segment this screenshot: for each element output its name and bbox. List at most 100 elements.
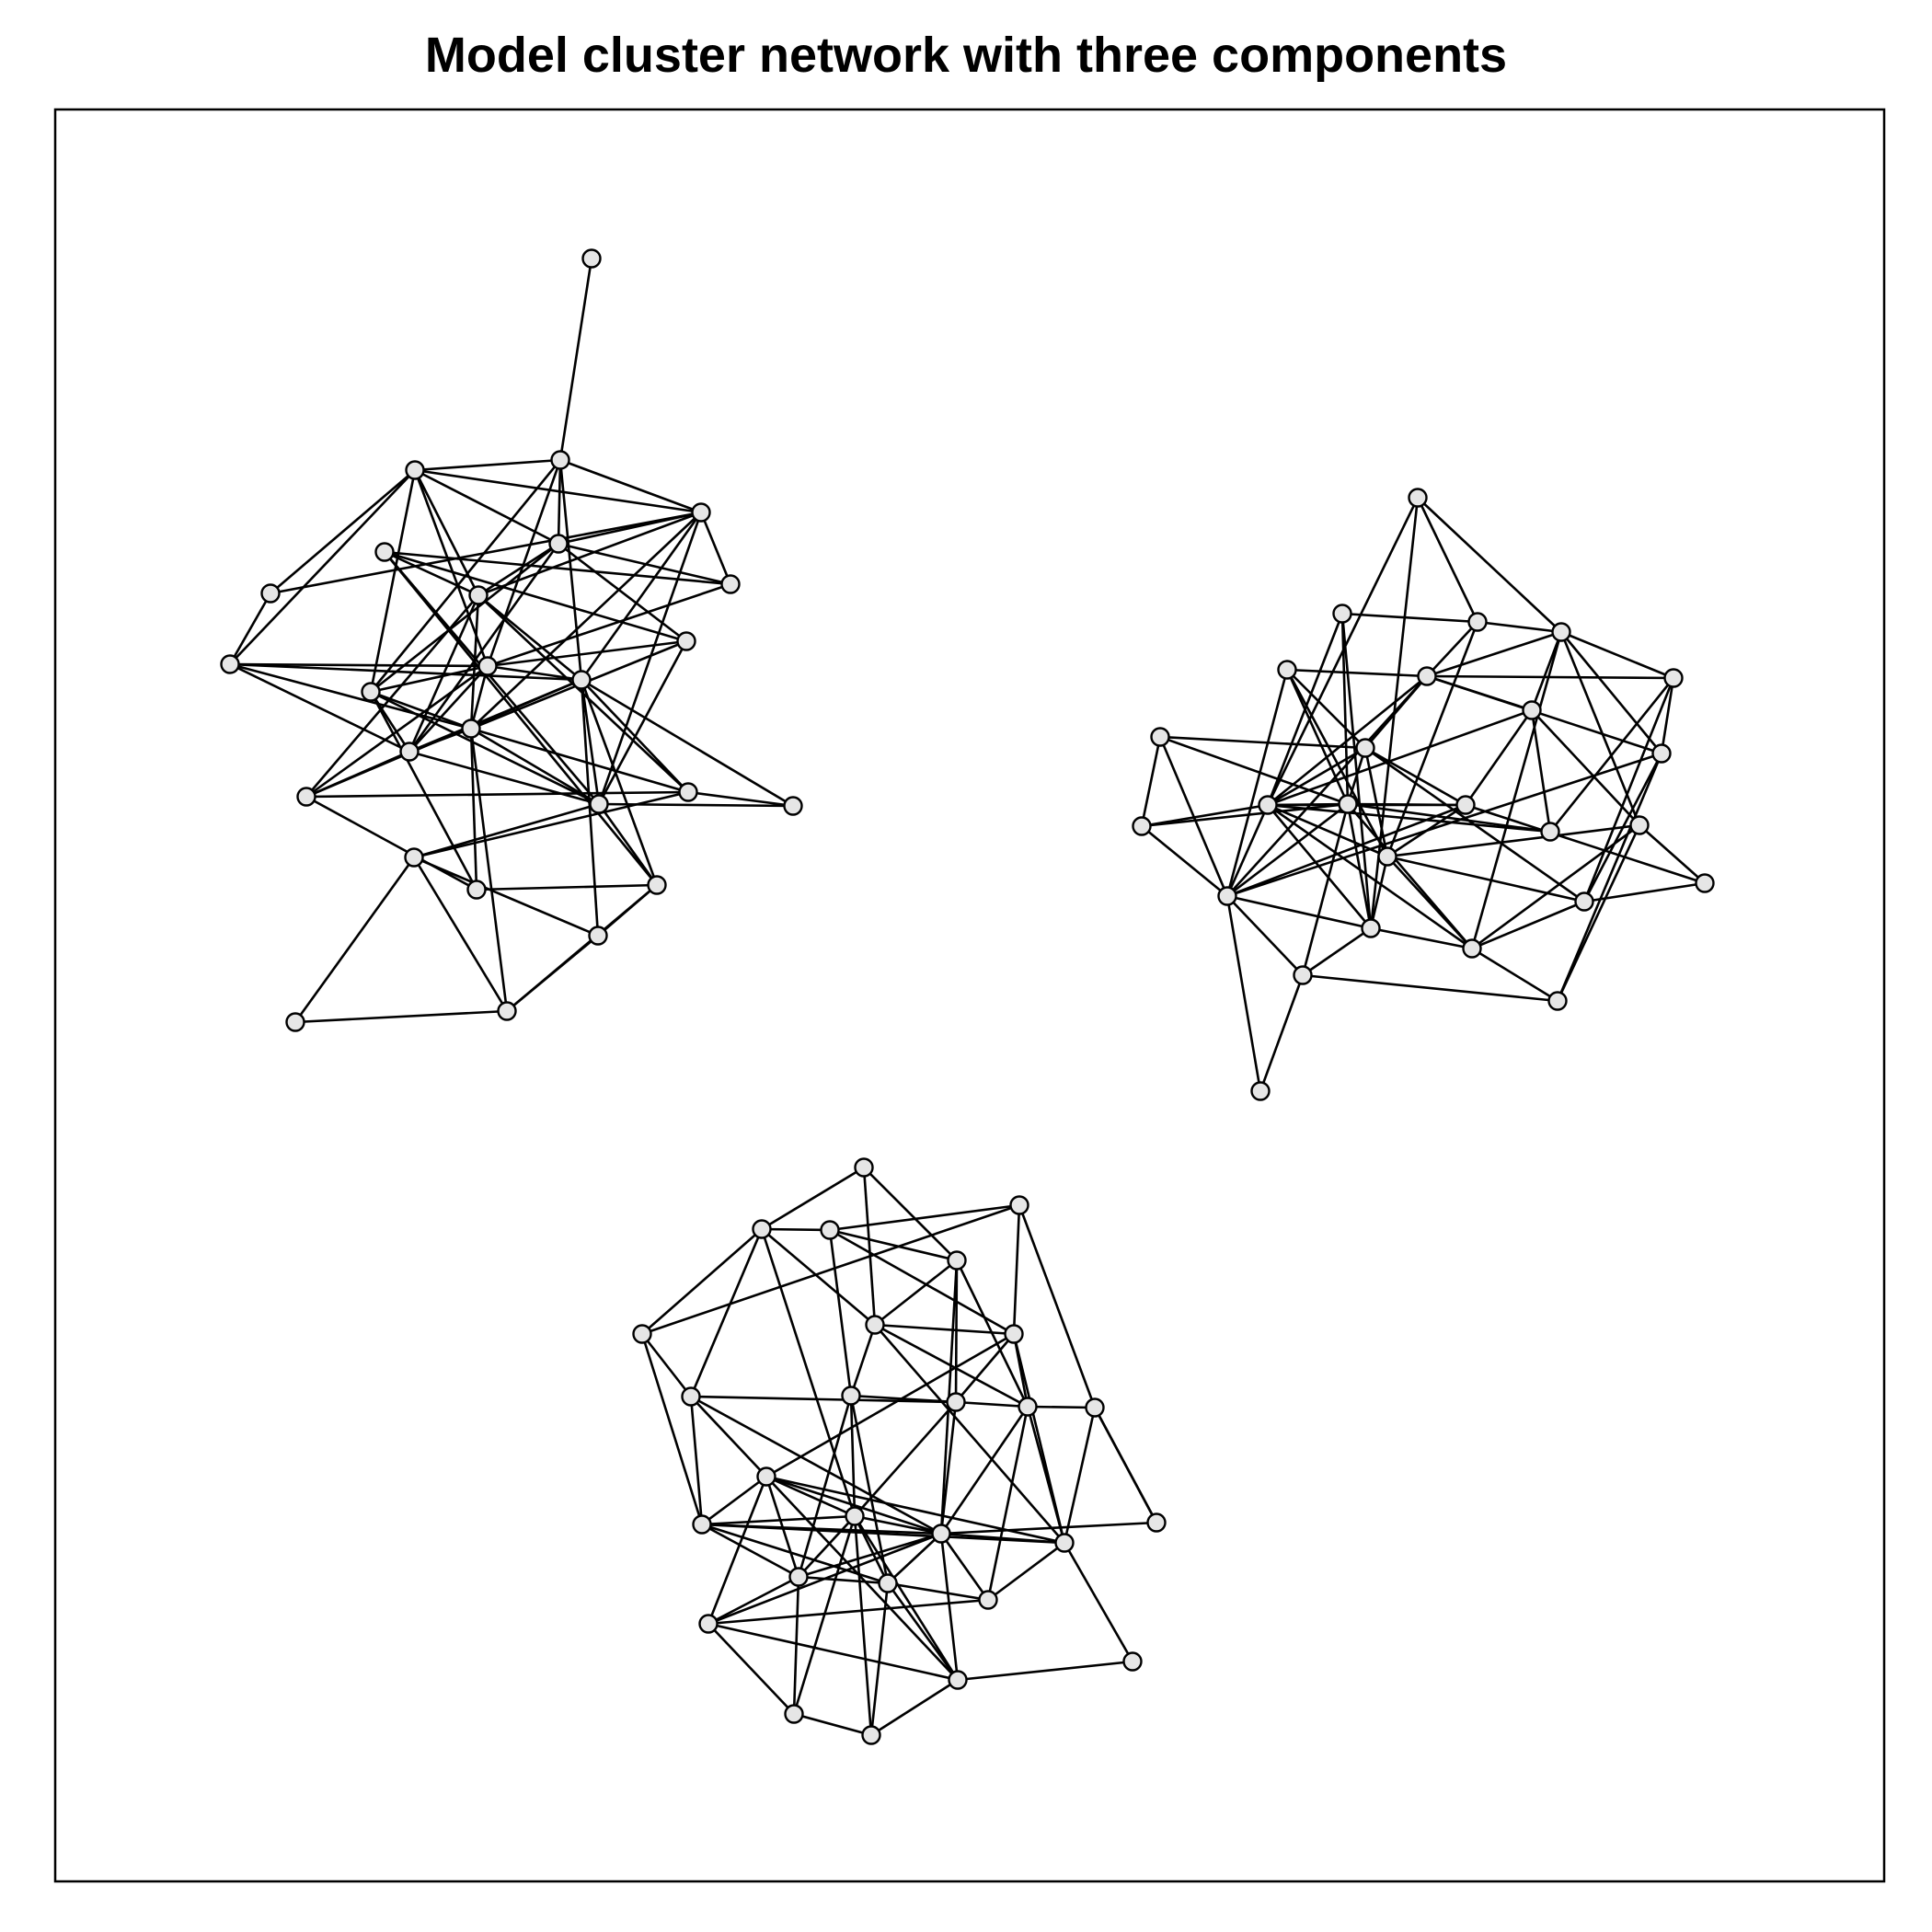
component-upper-left-edge bbox=[370, 690, 600, 806]
component-upper-left-node bbox=[589, 794, 609, 814]
component-upper-left-node bbox=[571, 670, 592, 690]
component-upper-left-edge bbox=[413, 790, 689, 859]
component-upper-right-edge bbox=[1548, 677, 1675, 833]
component-bottom-edge bbox=[957, 1660, 1133, 1682]
component-upper-left-edge bbox=[229, 662, 489, 668]
component-bottom-node bbox=[854, 1157, 874, 1178]
component-upper-right-edge bbox=[1386, 855, 1585, 903]
component-upper-left-node bbox=[285, 1012, 305, 1032]
component-upper-left-edge bbox=[580, 679, 601, 805]
component-upper-right-node bbox=[1574, 891, 1594, 912]
component-upper-right-edge bbox=[1141, 802, 1349, 828]
component-bottom-node bbox=[788, 1567, 809, 1587]
component-bottom-node bbox=[1122, 1651, 1143, 1672]
component-bottom-edge bbox=[869, 1582, 890, 1736]
component-upper-right-node bbox=[1377, 846, 1397, 867]
component-bottom-edge bbox=[701, 1475, 767, 1526]
component-bottom-edge bbox=[955, 1333, 1015, 1403]
component-upper-right-edge bbox=[1363, 747, 1389, 857]
component-upper-right-edge bbox=[1302, 973, 1558, 1003]
component-bottom-edge bbox=[690, 1396, 767, 1478]
component-upper-left-node bbox=[477, 656, 498, 676]
component-upper-right-edge bbox=[1286, 668, 1428, 678]
component-upper-left-edge bbox=[384, 550, 731, 586]
component-upper-right-edge bbox=[1426, 630, 1562, 678]
component-upper-right-edge bbox=[1369, 856, 1389, 929]
component-bottom-edge bbox=[940, 1521, 1157, 1535]
component-upper-right-node bbox=[1277, 660, 1297, 680]
component-bottom-edge bbox=[641, 1203, 1020, 1336]
component-upper-left-edge bbox=[305, 795, 477, 891]
component-upper-right-edge bbox=[1140, 736, 1162, 827]
component-upper-right-edge bbox=[1386, 803, 1466, 858]
component-bottom-edge bbox=[874, 1323, 1029, 1409]
component-upper-left-node bbox=[405, 460, 425, 480]
component-bottom-node bbox=[878, 1573, 898, 1593]
component-bottom-edge bbox=[829, 1203, 1020, 1232]
component-upper-left-edge bbox=[477, 593, 582, 682]
component-bottom-node bbox=[946, 1392, 966, 1412]
component-upper-right-node bbox=[1217, 886, 1237, 906]
component-upper-left-edge bbox=[687, 790, 794, 808]
component-bottom-node bbox=[841, 1386, 861, 1406]
component-bottom-edge bbox=[1093, 1407, 1158, 1524]
component-upper-right-edge bbox=[1267, 674, 1428, 807]
component-bottom-edge bbox=[798, 1515, 856, 1578]
component-bottom-edge bbox=[798, 1532, 942, 1579]
component-upper-left-edge bbox=[477, 511, 702, 597]
component-upper-right-edge bbox=[1267, 803, 1388, 858]
component-upper-right-edge bbox=[1386, 856, 1473, 949]
component-upper-right-edge bbox=[1370, 926, 1473, 950]
component-upper-left-node bbox=[361, 682, 381, 702]
component-upper-right-node bbox=[1332, 604, 1352, 624]
component-bottom-node bbox=[632, 1324, 652, 1344]
component-upper-left-node bbox=[548, 534, 569, 554]
component-bottom-node bbox=[1054, 1533, 1075, 1553]
component-upper-right-edge bbox=[1639, 824, 1706, 884]
component-upper-right-edge bbox=[1141, 824, 1228, 898]
component-bottom-edge bbox=[765, 1475, 942, 1535]
component-bottom-node bbox=[784, 1704, 804, 1724]
component-upper-right-node bbox=[1361, 918, 1381, 938]
component-bottom-edge bbox=[828, 1229, 853, 1397]
component-upper-left-node bbox=[404, 847, 424, 868]
component-upper-right-edge bbox=[1559, 631, 1663, 754]
component-bottom-edge bbox=[887, 1533, 942, 1584]
component-bottom-edge bbox=[1026, 1406, 1066, 1544]
component-upper-left-edge bbox=[581, 678, 794, 808]
component-upper-right-edge bbox=[1477, 620, 1562, 634]
edges-layer bbox=[228, 258, 1706, 1737]
component-bottom-edge bbox=[761, 1227, 831, 1232]
component-upper-right-edge bbox=[1465, 803, 1706, 885]
component-upper-left-node bbox=[550, 450, 570, 470]
component-upper-left-edge bbox=[597, 884, 658, 937]
component-bottom-edge bbox=[798, 1575, 889, 1585]
component-upper-right-node bbox=[1467, 612, 1488, 632]
component-upper-right-node bbox=[1547, 991, 1568, 1011]
component-bottom-edge bbox=[886, 1582, 960, 1681]
component-upper-right-edge bbox=[1159, 735, 1349, 806]
component-upper-right-node bbox=[1132, 816, 1152, 836]
component-upper-right-edge bbox=[1417, 497, 1562, 633]
component-bottom-edge bbox=[1063, 1542, 1134, 1662]
component-upper-left-node bbox=[461, 719, 481, 739]
component-upper-left-node bbox=[647, 875, 667, 895]
component-bottom-edge bbox=[707, 1623, 795, 1715]
component-upper-right-edge bbox=[1660, 677, 1675, 754]
component-bottom-edge bbox=[701, 1514, 856, 1526]
component-upper-right-edge bbox=[1226, 802, 1349, 898]
component-upper-right-node bbox=[1150, 727, 1170, 747]
component-upper-right-edge bbox=[1226, 803, 1466, 898]
component-upper-left-edge bbox=[370, 690, 472, 730]
component-upper-left-node bbox=[676, 631, 696, 651]
component-upper-right-edge bbox=[1582, 677, 1675, 903]
component-bottom-node bbox=[931, 1524, 951, 1544]
component-upper-right-node bbox=[1293, 965, 1313, 985]
component-upper-left-node bbox=[399, 742, 420, 762]
component-upper-right-edge bbox=[1267, 803, 1473, 950]
component-upper-left-edge bbox=[413, 469, 480, 596]
component-bottom-edges bbox=[640, 1166, 1158, 1737]
component-bottom-edge bbox=[797, 1395, 853, 1578]
component-bottom-node bbox=[681, 1386, 701, 1407]
component-upper-right-edge bbox=[1582, 753, 1663, 903]
